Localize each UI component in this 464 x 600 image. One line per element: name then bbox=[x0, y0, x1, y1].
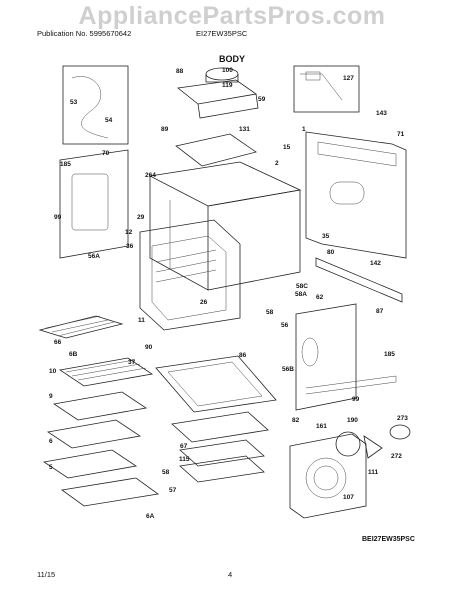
callout-labels: 100 88 119 59 127 53 54 89 131 143 71 1 … bbox=[49, 67, 408, 520]
callout-label: 273 bbox=[397, 415, 408, 422]
callout-label: 12 bbox=[125, 229, 133, 236]
callout-label: 1 bbox=[302, 126, 306, 133]
heat-shield bbox=[171, 411, 269, 443]
bake-element bbox=[179, 439, 265, 467]
callout-label: 99 bbox=[352, 396, 360, 403]
callout-label: 111 bbox=[368, 469, 379, 476]
sensor-inset bbox=[293, 65, 360, 113]
convection-fan-cover bbox=[289, 433, 367, 519]
callout-label: 89 bbox=[161, 126, 169, 133]
callout-label: 67 bbox=[180, 443, 188, 450]
oven-bottom bbox=[155, 355, 277, 413]
callout-label: 272 bbox=[391, 453, 402, 460]
callout-label: 107 bbox=[343, 494, 354, 501]
right-side-panel bbox=[305, 131, 407, 259]
oven-rack-lower bbox=[42, 449, 138, 479]
callout-label: 70 bbox=[102, 150, 110, 157]
oven-top-wrap bbox=[148, 161, 302, 207]
callout-label: 66 bbox=[54, 339, 62, 346]
callout-label: 6A bbox=[146, 513, 155, 520]
callout-label: 56B bbox=[282, 366, 294, 373]
callout-label: 9 bbox=[49, 393, 53, 400]
callout-label: 5 bbox=[49, 464, 53, 471]
section-title: BODY bbox=[218, 54, 245, 64]
callout-label: 143 bbox=[376, 110, 387, 117]
vent-duct bbox=[177, 79, 258, 105]
oven-liner bbox=[139, 219, 241, 331]
callout-label: 82 bbox=[292, 417, 300, 424]
wire-harness-inset bbox=[62, 65, 129, 145]
callout-label: 86 bbox=[239, 352, 247, 359]
oven-rack-top bbox=[58, 357, 154, 387]
callout-label: 56A bbox=[88, 253, 100, 260]
callout-label: 58 bbox=[266, 309, 274, 316]
callout-label: 99 bbox=[54, 214, 62, 221]
fan-blade bbox=[363, 435, 383, 459]
callout-label: 53 bbox=[70, 99, 78, 106]
model-number: EI27EW35PSC bbox=[196, 29, 248, 38]
callout-label: 57 bbox=[169, 487, 177, 494]
oven-rack-bottom bbox=[60, 477, 160, 507]
diagram-code: BEI27EW35PSC bbox=[362, 536, 415, 543]
oven-rack-middle bbox=[46, 419, 142, 449]
convection-element bbox=[335, 431, 361, 457]
callout-label: 15 bbox=[283, 144, 291, 151]
callout-label: 185 bbox=[60, 161, 71, 168]
callout-label: 56 bbox=[281, 322, 289, 329]
callout-label: 62 bbox=[316, 294, 324, 301]
callout-label: 115 bbox=[179, 456, 190, 463]
callout-label: 90 bbox=[145, 344, 153, 351]
callout-label: 54 bbox=[105, 117, 113, 124]
callout-label: 11 bbox=[138, 317, 145, 324]
callout-label: 37 bbox=[128, 359, 136, 366]
broil-element bbox=[38, 315, 124, 339]
callout-label: 29 bbox=[137, 214, 145, 221]
callout-label: 80 bbox=[327, 249, 335, 256]
callout-label: 26 bbox=[200, 299, 208, 306]
rear-panel bbox=[295, 303, 357, 411]
callout-label: 36 bbox=[126, 243, 134, 250]
left-side-panel bbox=[59, 149, 129, 259]
callout-label: 58A bbox=[295, 291, 307, 298]
callout-label: 100 bbox=[222, 67, 233, 74]
callout-label: 185 bbox=[384, 351, 395, 358]
callout-label: 10 bbox=[49, 368, 57, 375]
callout-label: 119 bbox=[222, 82, 233, 89]
broiler-pan bbox=[52, 391, 148, 421]
callout-label: 131 bbox=[239, 126, 250, 133]
callout-label: 190 bbox=[347, 417, 358, 424]
air-duct-plate bbox=[175, 133, 257, 167]
fan-motor bbox=[389, 424, 411, 440]
callout-label: 6 bbox=[49, 438, 53, 445]
publication-number: Publication No. 5995670642 bbox=[37, 29, 132, 38]
callout-label: 58C bbox=[296, 283, 308, 290]
callout-label: 71 bbox=[397, 131, 405, 138]
callout-label: 142 bbox=[370, 260, 381, 267]
footer-date: 11/15 bbox=[37, 570, 56, 579]
callout-label: 88 bbox=[176, 68, 184, 75]
callout-label: 58 bbox=[162, 469, 170, 476]
watermark-text: AppliancePartsPros.com bbox=[78, 2, 386, 30]
callout-label: 264 bbox=[145, 172, 156, 179]
callout-label: 2 bbox=[275, 160, 279, 167]
callout-label: 161 bbox=[316, 423, 327, 430]
page-number: 4 bbox=[228, 570, 233, 579]
callout-label: 6B bbox=[69, 351, 78, 358]
callout-label: 59 bbox=[258, 96, 266, 103]
callout-label: 87 bbox=[376, 308, 384, 315]
callout-label: 127 bbox=[343, 75, 354, 82]
callout-label: 35 bbox=[322, 233, 330, 240]
side-rail bbox=[315, 257, 403, 303]
